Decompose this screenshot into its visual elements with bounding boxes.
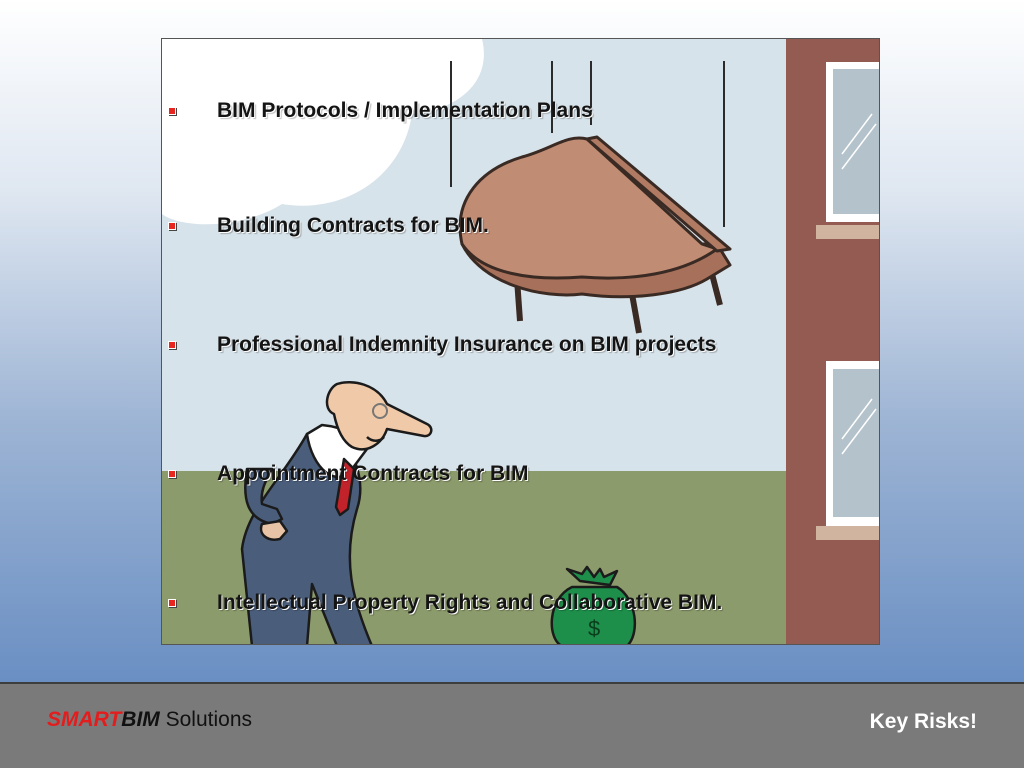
cartoon-illustration: $ xyxy=(162,39,879,644)
brand-solutions: Solutions xyxy=(165,708,253,731)
falling-piano xyxy=(458,135,732,334)
building-window-top xyxy=(816,62,879,239)
brand-logo: SMARTBIM Solutions xyxy=(47,708,252,732)
bullet-text: BIM Protocols / Implementation Plans xyxy=(217,99,593,122)
bullet-text: Professional Indemnity Insurance on BIM … xyxy=(217,333,717,356)
bullet-item: Intellectual Property Rights and Collabo… xyxy=(162,589,879,619)
slide-title: Key Risks! xyxy=(869,710,977,733)
bullet-item: BIM Protocols / Implementation Plans xyxy=(162,97,879,127)
brand-smart: SMART xyxy=(47,708,122,731)
bullet-marker-icon xyxy=(168,222,176,230)
bullet-text: Building Contracts for BIM. xyxy=(217,214,489,237)
bullet-item: Professional Indemnity Insurance on BIM … xyxy=(162,331,879,361)
bullet-list: BIM Protocols / Implementation Plans Bui… xyxy=(162,39,879,644)
money-bag xyxy=(550,565,637,644)
money-bag-symbol: $ xyxy=(588,616,600,641)
bullet-item: Building Contracts for BIM. xyxy=(162,212,879,242)
cloud xyxy=(162,39,484,225)
slide-footer: SMARTBIM Solutions Key Risks! xyxy=(0,682,1024,768)
businessman xyxy=(240,380,433,644)
building-window-bottom xyxy=(816,361,879,540)
bullet-marker-icon xyxy=(168,107,176,115)
bullet-item: Appointment Contracts for BIM xyxy=(162,460,879,490)
bullet-marker-icon xyxy=(168,599,176,607)
brand-bim: BIM xyxy=(121,708,160,731)
slide-illustration: $ BIM Protocols / Implementation Plans B… xyxy=(161,38,880,645)
bullet-marker-icon xyxy=(168,470,176,478)
falling-motion-lines xyxy=(450,61,725,227)
bullet-text: Appointment Contracts for BIM xyxy=(217,462,529,485)
bullet-text: Intellectual Property Rights and Collabo… xyxy=(217,591,723,614)
bullet-marker-icon xyxy=(168,341,176,349)
